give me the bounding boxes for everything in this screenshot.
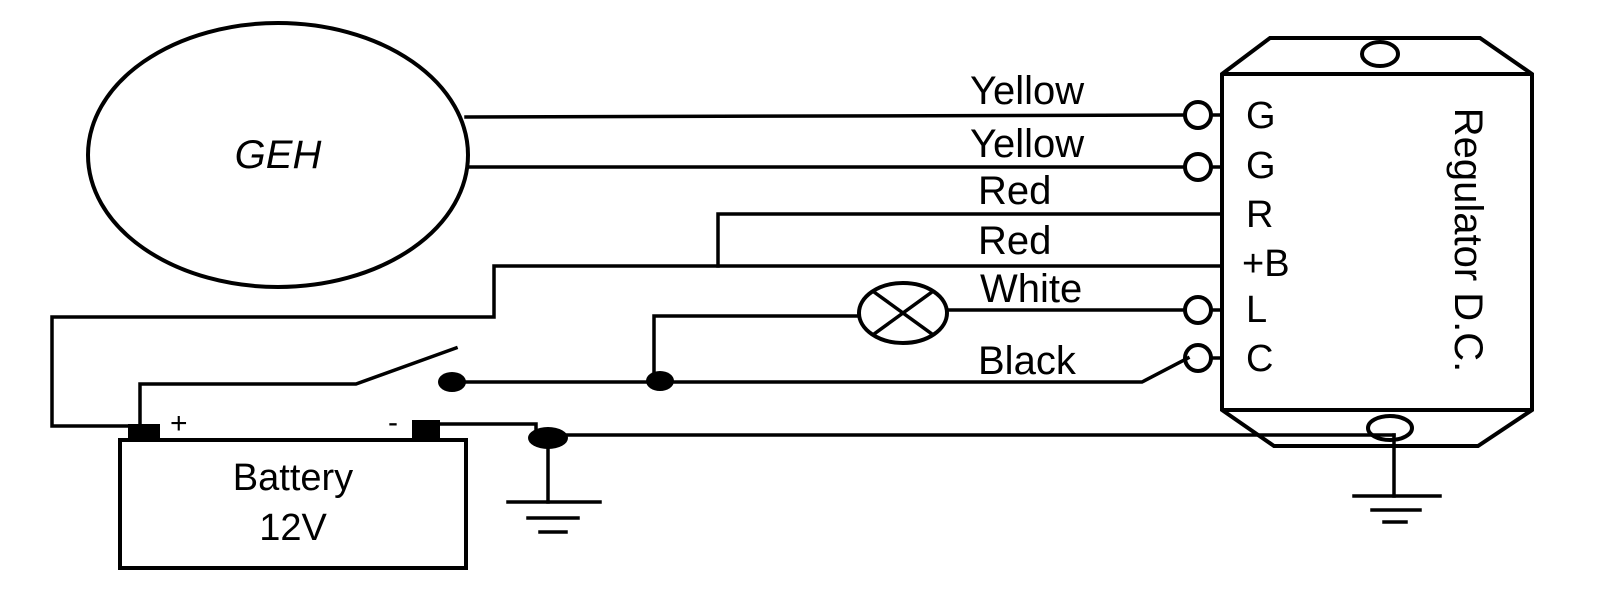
battery: + - Battery 12V (118, 406, 468, 570)
wire-white-left (652, 314, 860, 382)
lamp-outline (857, 281, 949, 345)
ground-symbol-battery (506, 446, 602, 534)
battery-voltage: 12V (259, 507, 327, 549)
wire-ground-battery (438, 422, 538, 438)
wire-label-black: Black (978, 339, 1077, 383)
wire-label-white: White (980, 267, 1082, 311)
junction-dot (646, 371, 674, 391)
battery-minus-sign: - (388, 406, 398, 439)
pin-label-l: L (1246, 289, 1267, 331)
generator-label: GEH (235, 133, 322, 177)
switch-lever (138, 345, 459, 428)
wire-red-r (716, 212, 1224, 268)
battery-label: Battery (233, 457, 353, 499)
indicator-lamp (857, 281, 949, 345)
battery-plus-sign: + (170, 407, 188, 440)
wire-label-yellow-2: Yellow (970, 122, 1084, 166)
wire-label-red-1: Red (978, 169, 1051, 213)
battery-terminal-positive (128, 424, 160, 440)
battery-outline (118, 438, 468, 570)
regulator-outline (1220, 36, 1534, 448)
pin-connector-g1 (1183, 100, 1213, 130)
wire-label-yellow-1: Yellow (970, 69, 1084, 113)
pin-label-r: R (1246, 194, 1273, 236)
pin-connector-g2 (1183, 152, 1213, 182)
pin-connector-l (1183, 295, 1213, 325)
regulator: Regulator D.C. G G R +B L C (1183, 36, 1534, 448)
regulator-mount-hole-top (1360, 40, 1400, 68)
generator-outline (86, 21, 470, 289)
wire-label-red-2: Red (978, 219, 1051, 263)
regulator-label: Regulator D.C. (1446, 108, 1490, 373)
pin-label-c: C (1246, 338, 1273, 380)
wire-red-plus-b (50, 264, 1224, 428)
ignition-switch (138, 345, 466, 428)
lamp-cross-b (871, 289, 935, 337)
ground-symbol-regulator (1352, 433, 1442, 524)
wire-black (450, 355, 1191, 384)
battery-terminal-negative (412, 420, 440, 438)
ground-junction-dot (528, 427, 568, 449)
wire-yellow-1 (464, 113, 1187, 119)
pin-label-g1: G (1246, 95, 1276, 137)
regulator-mount-hole-bottom (1366, 414, 1414, 442)
pin-label-plus-b: +B (1242, 243, 1290, 285)
pin-label-g2: G (1246, 145, 1276, 187)
switch-contact (438, 372, 466, 392)
generator: GEH (86, 21, 470, 289)
